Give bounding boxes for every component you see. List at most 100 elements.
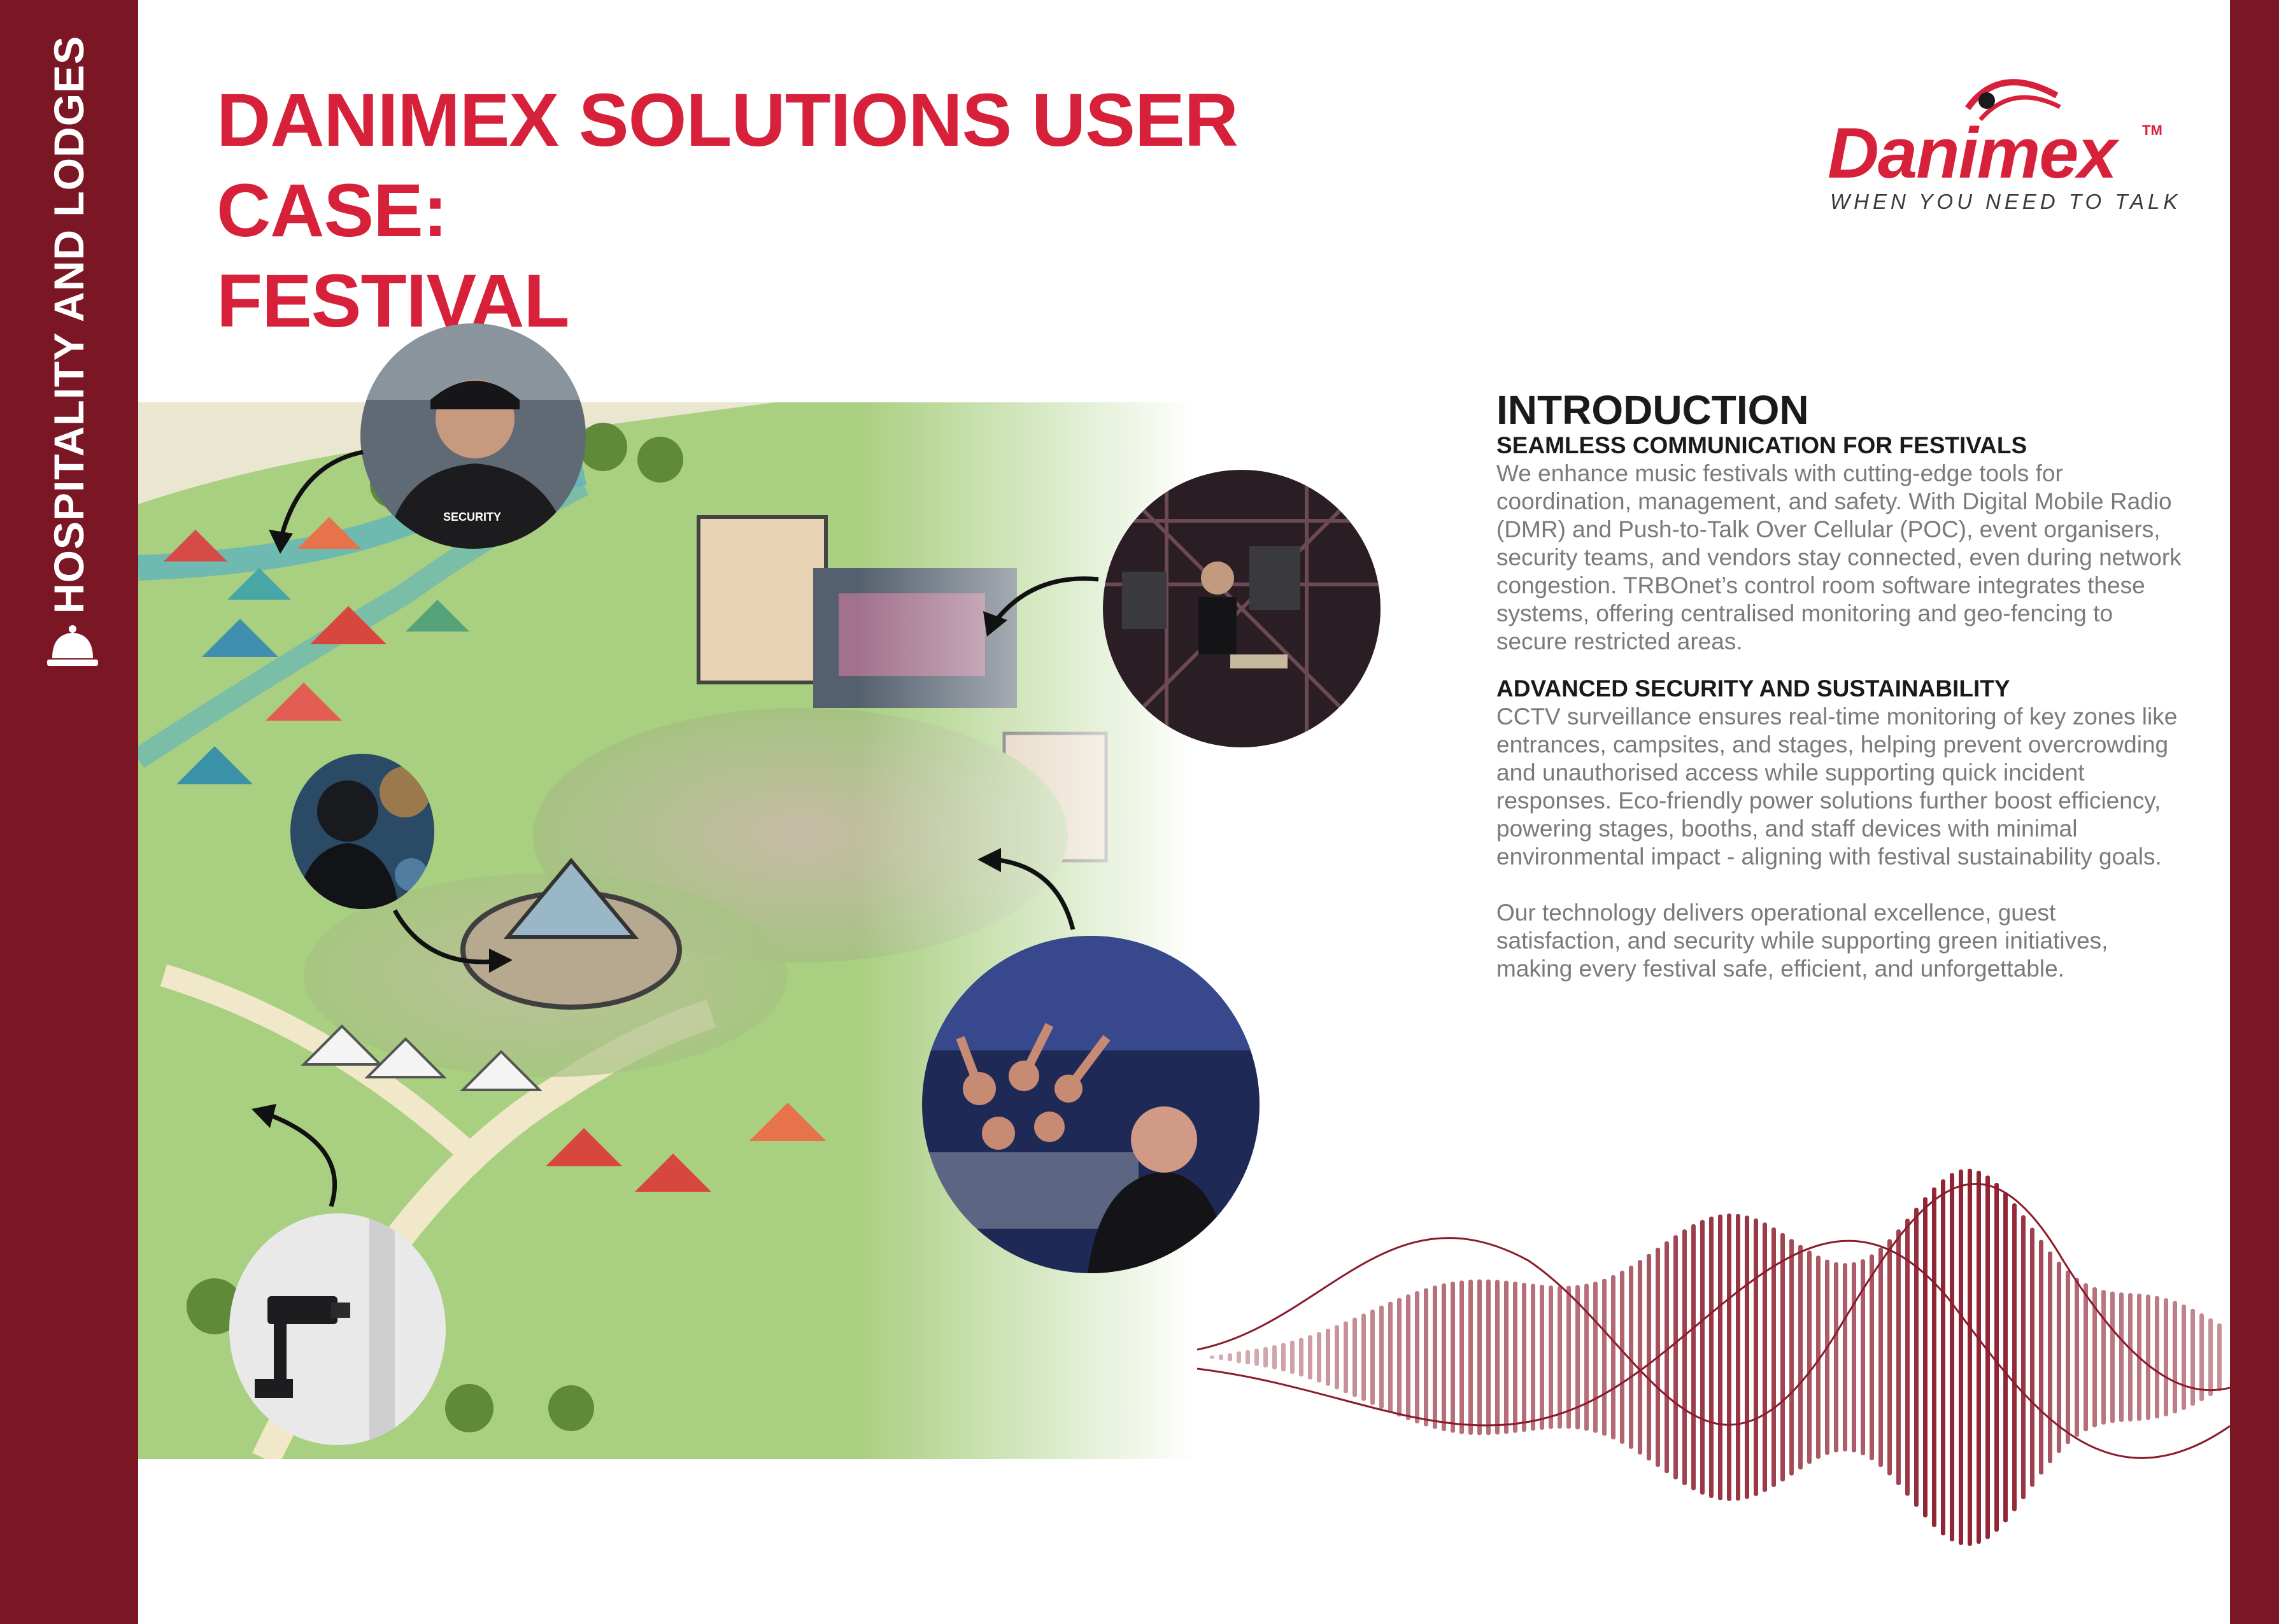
- curved-arrow-crowd: [977, 848, 1076, 930]
- sound-wave-bar: [1665, 1241, 1669, 1474]
- sound-wave-bar: [1477, 1279, 1482, 1436]
- sound-wave-bar: [1771, 1227, 1776, 1487]
- sound-wave-bar: [2110, 1291, 2115, 1423]
- sound-wave-bar: [1504, 1280, 1509, 1434]
- photo-cctv-camera: [229, 1213, 446, 1445]
- photo-event-staff: [290, 754, 434, 909]
- photo-stage-rigger: [1103, 470, 1381, 747]
- sound-wave-bar: [1388, 1301, 1393, 1413]
- sound-wave-bar: [2182, 1304, 2186, 1410]
- sound-wave-bar: [1272, 1345, 1277, 1370]
- sound-wave-bar: [1210, 1355, 1214, 1359]
- sound-wave-bar: [2084, 1283, 2088, 1432]
- sound-wave-bar: [1887, 1239, 1892, 1476]
- sound-wave-bar: [1558, 1285, 1562, 1429]
- sound-wave-bar: [1344, 1321, 1348, 1394]
- sound-wave-bar: [2190, 1308, 2195, 1406]
- sound-wave-bar: [1745, 1215, 1749, 1499]
- sound-wave-bar: [1370, 1310, 1375, 1405]
- sound-wave-bar: [2146, 1294, 2150, 1420]
- sound-wave-bar: [1540, 1285, 1544, 1430]
- sound-wave-bar: [2012, 1203, 2017, 1511]
- sound-wave-bar: [1691, 1224, 1696, 1490]
- closing-text: Our technology delivers operational exce…: [1496, 900, 2108, 982]
- service-bell-icon: [47, 625, 98, 666]
- sound-wave-bar: [1246, 1350, 1250, 1365]
- introduction-heading: INTRODUCTION: [1496, 387, 1809, 433]
- sound-wave-bar: [1736, 1213, 1740, 1501]
- sound-wave-bar: [1486, 1279, 1491, 1436]
- sound-wave-bar: [1923, 1197, 1928, 1518]
- sound-wave-bar: [1549, 1285, 1553, 1429]
- sound-wave-bar: [1308, 1335, 1312, 1380]
- sound-wave-bar: [1584, 1283, 1589, 1431]
- sound-wave-bar: [2101, 1290, 2106, 1425]
- sound-wave-bar: [1433, 1285, 1437, 1429]
- sound-wave-bar: [2048, 1251, 2052, 1464]
- logo-tagline: WHEN YOU NEED TO TALK: [1830, 190, 2182, 213]
- sound-wave-bar: [1682, 1229, 1687, 1485]
- logo-swoosh-icon: [1964, 79, 2061, 122]
- sound-wave-graphic: [1197, 1168, 2230, 1546]
- sound-wave-bar: [2003, 1192, 2008, 1523]
- sound-wave-bar: [1397, 1297, 1402, 1417]
- sound-wave-bar: [1566, 1285, 1571, 1429]
- sound-wave-bar: [1977, 1170, 1981, 1544]
- sound-wave-bar: [1602, 1278, 1607, 1436]
- sound-wave-bar: [1611, 1275, 1615, 1439]
- sound-wave-bar: [1718, 1214, 1722, 1500]
- sound-wave-bar: [1531, 1283, 1535, 1431]
- right-sidebar: [2230, 0, 2279, 1624]
- curved-arrow-cctv: [252, 1104, 337, 1208]
- sound-wave-bar: [1959, 1169, 1963, 1545]
- sound-wave-bar: [2208, 1318, 2213, 1397]
- logo-wordmark: Danimex: [1828, 113, 2117, 193]
- page-title-line1: DANIMEX SOLUTIONS USER CASE:: [217, 78, 1239, 253]
- sound-wave-bar: [1415, 1291, 1419, 1423]
- section1-text: We enhance music festivals with cutting-…: [1496, 460, 2182, 654]
- sound-wave-line: [1197, 1239, 2230, 1459]
- sound-wave-bar: [1352, 1317, 1357, 1397]
- page-title-line2: FESTIVAL: [217, 259, 570, 343]
- section2-title: ADVANCED SECURITY AND SUSTAINABILITY: [1496, 675, 2010, 702]
- security-badge-text: SECURITY: [443, 511, 501, 523]
- sound-wave-bar: [1522, 1282, 1526, 1432]
- sound-wave-bar: [1994, 1182, 1999, 1532]
- sound-wave-bar: [1442, 1283, 1446, 1431]
- sound-wave-bar: [1424, 1288, 1428, 1427]
- page-title: DANIMEX SOLUTIONS USER CASE: FESTIVAL: [217, 75, 1426, 346]
- sound-wave-bar: [1985, 1175, 1990, 1539]
- curved-arrow-guard: [269, 449, 364, 554]
- sound-wave-bar: [1290, 1340, 1295, 1374]
- sound-wave-bar: [1780, 1232, 1785, 1482]
- photo-concert-crowd: [922, 936, 1260, 1273]
- sound-wave-bar: [2128, 1293, 2133, 1422]
- sound-wave-bar: [1763, 1222, 1767, 1492]
- sound-wave-bar: [2217, 1323, 2222, 1392]
- sound-wave-bar: [1629, 1266, 1633, 1449]
- sound-wave-bar: [2066, 1270, 2070, 1444]
- sound-wave-bar: [1673, 1235, 1678, 1479]
- sidebar-category-label: HOSPITALITY AND LODGES: [45, 35, 92, 614]
- photo-security-guard: SECURITY: [360, 323, 586, 549]
- sound-wave-bar: [1219, 1354, 1223, 1360]
- sound-wave-bar: [1281, 1343, 1286, 1372]
- sound-wave-bar: [2057, 1261, 2061, 1453]
- sound-wave-bar: [1843, 1263, 1847, 1451]
- sound-wave-bar: [1834, 1262, 1838, 1453]
- sound-wave-bar: [1914, 1208, 1919, 1507]
- sound-wave-bar: [1451, 1282, 1455, 1433]
- introduction-section: INTRODUCTION SEAMLESS COMMUNICATION FOR …: [1496, 388, 2184, 983]
- sound-wave-bar: [1825, 1259, 1829, 1455]
- sound-wave-line: [1197, 1183, 2230, 1426]
- curved-arrow-rigger: [983, 576, 1099, 637]
- sound-wave-bar: [1816, 1255, 1821, 1459]
- logo-trademark: TM: [2142, 122, 2162, 138]
- sound-wave-bar: [1798, 1245, 1803, 1470]
- section1-title: SEAMLESS COMMUNICATION FOR FESTIVALS: [1496, 432, 2027, 458]
- sound-wave-bar: [1807, 1250, 1812, 1464]
- sound-wave-bar: [1406, 1294, 1410, 1420]
- left-sidebar: HOSPITALITY AND LODGES: [0, 0, 138, 1624]
- sound-wave-bar: [1335, 1325, 1339, 1390]
- sound-wave-bar: [1861, 1259, 1865, 1455]
